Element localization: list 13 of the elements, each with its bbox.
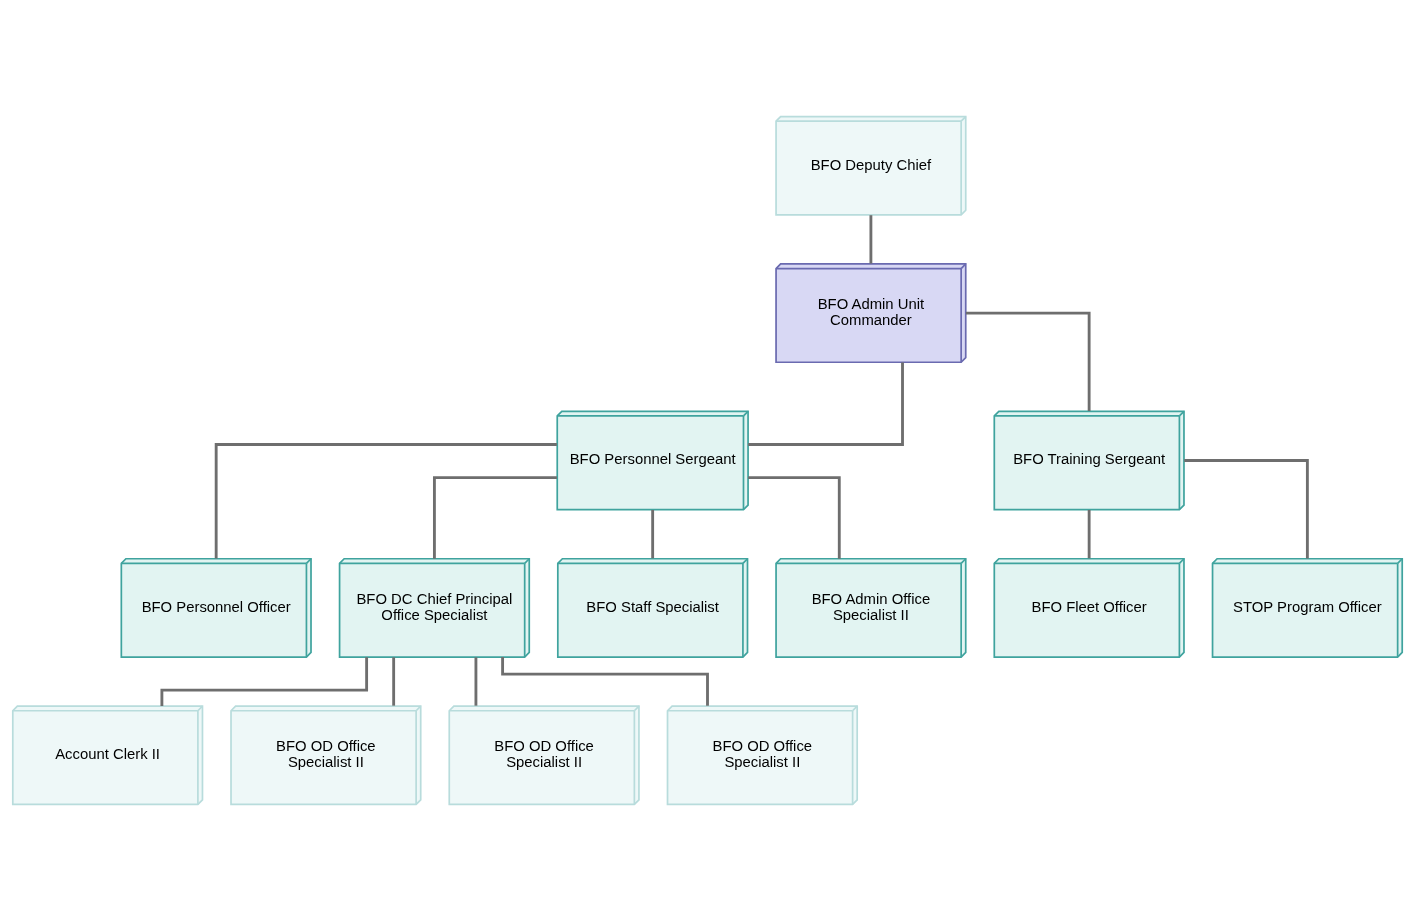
connector	[748, 475, 841, 559]
connector	[433, 475, 557, 559]
connector	[748, 361, 904, 446]
connector	[1184, 458, 1309, 558]
connector	[474, 656, 478, 706]
connector	[1087, 509, 1091, 558]
connector	[160, 656, 369, 706]
connector	[651, 509, 655, 558]
connector	[214, 442, 557, 558]
connector	[966, 311, 1091, 411]
connector	[501, 656, 709, 706]
connector	[869, 214, 873, 263]
connector	[392, 656, 396, 706]
